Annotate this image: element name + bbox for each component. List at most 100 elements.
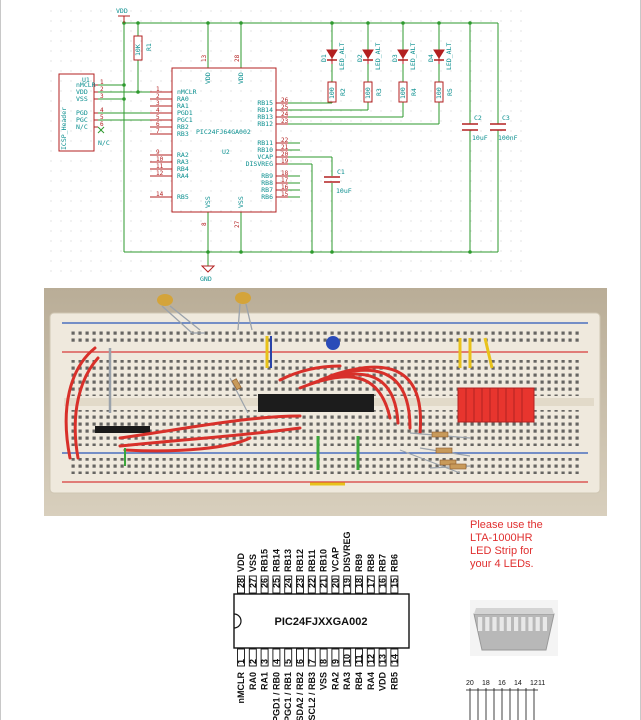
note-line-2: LTA-1000HR bbox=[470, 532, 533, 544]
pinout-top-pin-name: RB12 bbox=[295, 549, 305, 572]
pinout-bottom-pin-name: VDD bbox=[378, 672, 388, 692]
led-resistor bbox=[434, 81, 444, 103]
header-pin-num: 2 bbox=[100, 86, 104, 93]
ic-left-pin-num: 2 bbox=[156, 93, 160, 100]
ic-left-pin-name: RA3 bbox=[177, 158, 189, 166]
power-rail-top-holes bbox=[70, 328, 580, 344]
pinout-top-pin bbox=[296, 575, 304, 594]
header-pin-num: 4 bbox=[100, 107, 104, 114]
led-strip-pin-label: 16 bbox=[498, 680, 506, 687]
ic-right-pin-name: RB10 bbox=[257, 146, 273, 154]
pinout-top-pin-name: RB14 bbox=[271, 549, 281, 572]
header-pin-num: 1 bbox=[100, 79, 104, 86]
led-type: LED_ALT bbox=[445, 43, 453, 70]
led-resistor bbox=[398, 81, 408, 103]
note-line-3: LED Strip for bbox=[470, 545, 533, 557]
pinout-chip-label: PIC24FJXXGA002 bbox=[275, 616, 368, 628]
c1-value: 10uF bbox=[336, 187, 352, 195]
pinout-bottom-pin bbox=[343, 648, 352, 667]
pinout-bottom-pin-num: 8 bbox=[319, 659, 329, 664]
pinout-bottom-pin-num: 9 bbox=[330, 659, 340, 664]
pinout-bottom-pin bbox=[260, 648, 269, 667]
pinout-top-pin-num: 22 bbox=[307, 578, 317, 588]
ic-right-pin-num: 15 bbox=[281, 191, 289, 198]
ic-left-pin-num: 11 bbox=[156, 163, 164, 170]
vdd-label: VDD bbox=[116, 7, 128, 15]
pinout-top-pin-num: 17 bbox=[366, 578, 376, 588]
ic-left-pin-num: 9 bbox=[156, 149, 160, 156]
header-pin-name: N/C bbox=[76, 123, 88, 131]
ic-left-pin-num: 6 bbox=[156, 121, 160, 128]
pinout-bottom-pin-num: 11 bbox=[354, 654, 364, 664]
pic24-chip bbox=[258, 394, 374, 412]
header-pin-num: 5 bbox=[100, 114, 104, 121]
header-pin-name: PGC bbox=[76, 116, 88, 124]
power-rail-bottom-holes bbox=[70, 458, 580, 474]
ic-left-pin-num: 4 bbox=[156, 107, 160, 114]
pinout-top-pin-num: 16 bbox=[378, 578, 388, 588]
led-strip-pin-label: 14 bbox=[514, 680, 522, 687]
red-jumper-wires bbox=[64, 346, 423, 460]
pinout-top-pin-name: RB8 bbox=[366, 554, 376, 572]
pinout-bottom-pin bbox=[378, 648, 387, 667]
pinout-bottom-pin-name: nMCLR bbox=[236, 672, 246, 704]
pinout-bottom-pin-num: 4 bbox=[271, 659, 281, 664]
pinout-top-pin bbox=[355, 575, 363, 594]
led-resistor bbox=[363, 81, 373, 103]
c3-value: 100nF bbox=[498, 134, 518, 142]
ic-vdd-top-2: VDD bbox=[237, 72, 245, 84]
c1-ref: C1 bbox=[337, 168, 345, 176]
ic-right-pin-name: DISVREG bbox=[246, 160, 273, 168]
pinout-bottom-pin-num: 12 bbox=[366, 654, 376, 664]
header-pin-name: PGD bbox=[76, 109, 88, 117]
led-strip-pin-label: 12 bbox=[530, 680, 538, 687]
led-strip-pin-label: 18 bbox=[482, 680, 490, 687]
pinout-top-pin bbox=[284, 575, 293, 594]
pinout-top-pin-num: 25 bbox=[271, 578, 281, 588]
schematic-grid bbox=[45, 8, 525, 280]
ic-right-pin-num: 21 bbox=[281, 144, 289, 151]
pinout-top-pin-name: VCAP bbox=[330, 547, 340, 572]
header-pin-name: VSS bbox=[76, 95, 88, 103]
ic-right-pin-num: 17 bbox=[281, 177, 289, 184]
c3-ref: C3 bbox=[502, 114, 510, 122]
led-ref: D3 bbox=[391, 54, 399, 62]
r1-ref: R1 bbox=[145, 43, 153, 51]
led-type: LED_ALT bbox=[338, 43, 346, 70]
pinout-bottom-pin-name: RA0 bbox=[248, 672, 258, 690]
pinout-top-pin bbox=[378, 575, 387, 594]
led-res-ref: R2 bbox=[339, 88, 347, 96]
pinout-bottom-pin-name: RB4 bbox=[354, 672, 364, 690]
pinout-bottom-pin bbox=[366, 648, 375, 667]
ic-right-pin-name: RB11 bbox=[257, 139, 273, 147]
ic-left-pin-num: 7 bbox=[156, 128, 160, 135]
pinout-top-pin-num: 20 bbox=[330, 578, 340, 588]
pinout-bottom-pin-name: RA1 bbox=[260, 672, 270, 690]
led-res-value: 100 bbox=[364, 87, 372, 99]
ic-u2-name: PIC24FJ64GA002 bbox=[196, 128, 251, 136]
ic-left-pin-name: nMCLR bbox=[177, 88, 197, 96]
pinout-top-pin-name: RB10 bbox=[319, 549, 329, 572]
pinout-bottom-pin bbox=[296, 648, 304, 667]
ic-left-pin-num: 1 bbox=[156, 86, 160, 93]
pinout-bottom-pin-num: 3 bbox=[260, 659, 270, 664]
pinout-bottom-pin-name: RA3 bbox=[342, 672, 352, 690]
pinout-top-pin-name: RB13 bbox=[283, 549, 293, 572]
ic-right-pin-name: RB6 bbox=[261, 193, 273, 201]
r1-value: 10K bbox=[134, 44, 142, 56]
pinout-bottom-pin-num: 13 bbox=[378, 654, 388, 664]
led-resistor bbox=[327, 81, 337, 103]
ic-right-pin-name: RB9 bbox=[261, 172, 273, 180]
icsp-header-ref: U1 bbox=[82, 76, 90, 84]
pinout-top-pin-name: DISVREG bbox=[342, 531, 352, 572]
pinout-bottom-pin-num: 10 bbox=[342, 654, 352, 664]
ic-top-pin-28: 28 bbox=[234, 54, 241, 62]
resistor-r1 bbox=[133, 35, 143, 61]
led-res-ref: R4 bbox=[410, 88, 418, 96]
ic-left-pin-name: RB2 bbox=[177, 123, 189, 131]
pinout-bottom-pin-num: 7 bbox=[307, 659, 317, 664]
ic-u2-body bbox=[171, 67, 277, 213]
ic-left-pin-name: PGC1 bbox=[177, 116, 193, 124]
